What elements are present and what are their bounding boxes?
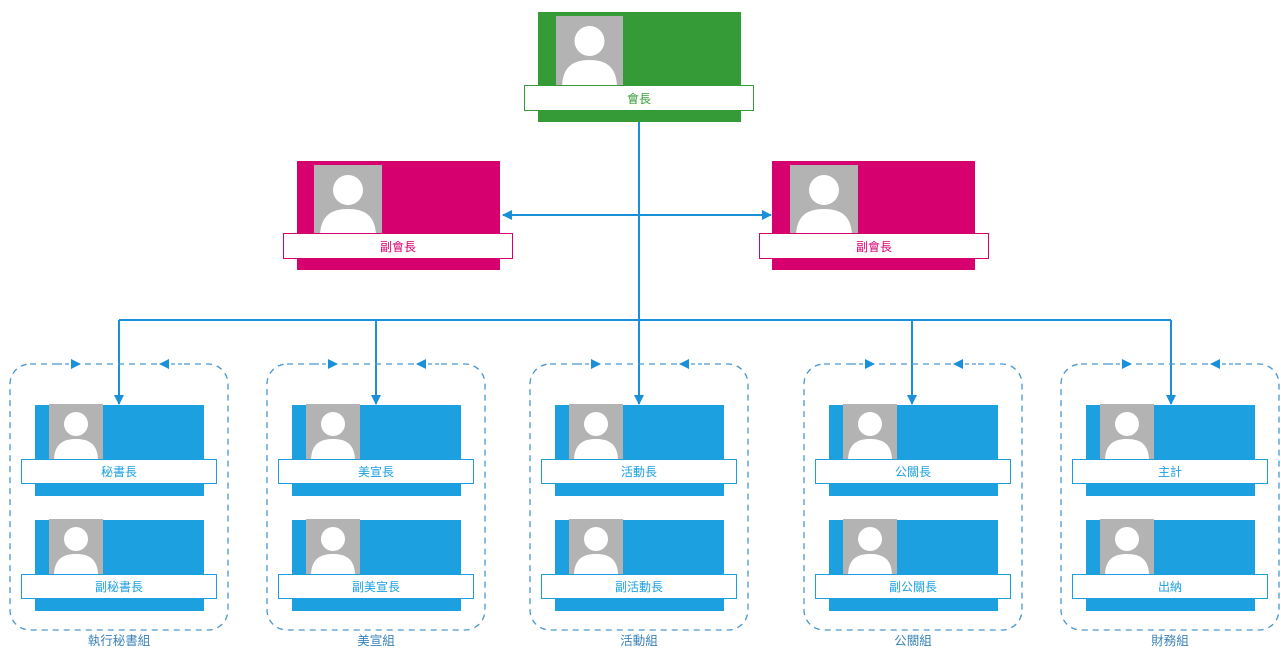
vice-president-card[interactable]: 副會長	[759, 161, 989, 271]
member-title-ribbon: 秘書長	[21, 459, 217, 484]
member-title: 公關長	[894, 465, 931, 479]
member-card[interactable]: 秘書長	[21, 404, 217, 497]
person-placeholder-icon	[848, 412, 892, 461]
person-placeholder-icon	[1105, 412, 1149, 461]
person-placeholder-icon	[311, 527, 355, 576]
person-placeholder-icon	[562, 26, 617, 88]
member-card[interactable]: 活動長	[541, 404, 737, 497]
person-placeholder-icon	[54, 527, 98, 576]
member-title: 美宣長	[357, 465, 394, 479]
group-frame	[266, 363, 486, 631]
member-card[interactable]: 副美宣長	[278, 519, 474, 612]
person-placeholder-icon	[1105, 527, 1149, 576]
vice-president-photo	[314, 165, 382, 237]
group-name: 美宣組	[357, 633, 395, 648]
group-name: 活動組	[620, 633, 658, 648]
person-placeholder-icon	[574, 527, 618, 576]
member-photo	[569, 404, 623, 461]
member-title-ribbon: 活動長	[541, 459, 737, 484]
member-title-ribbon: 副活動長	[541, 574, 737, 599]
vice-president-title: 副會長	[855, 239, 892, 254]
member-photo	[49, 404, 103, 461]
person-placeholder-icon	[796, 175, 852, 237]
vice-president-title-ribbon: 副會長	[759, 233, 989, 259]
member-photo	[569, 519, 623, 576]
president-title: 會長	[626, 91, 651, 106]
person-placeholder-icon	[574, 412, 618, 461]
person-placeholder-icon	[320, 175, 376, 237]
member-card[interactable]: 公關長	[815, 404, 1011, 497]
member-title-ribbon: 美宣長	[278, 459, 474, 484]
group-frame	[9, 363, 229, 631]
member-photo	[306, 519, 360, 576]
member-card[interactable]: 出納	[1072, 519, 1268, 612]
member-card[interactable]: 主計	[1072, 404, 1268, 497]
member-title: 秘書長	[100, 465, 137, 479]
member-title-ribbon: 副美宣長	[278, 574, 474, 599]
member-photo	[843, 404, 897, 461]
member-title: 副活動長	[614, 580, 663, 594]
member-title-ribbon: 副公關長	[815, 574, 1011, 599]
member-title: 副秘書長	[94, 580, 143, 594]
member-photo	[843, 519, 897, 576]
member-title: 主計	[1157, 465, 1182, 479]
member-title: 出納	[1157, 580, 1182, 594]
person-placeholder-icon	[311, 412, 355, 461]
member-title-ribbon: 出納	[1072, 574, 1268, 599]
group-frame	[1060, 363, 1280, 631]
group-name: 公關組	[894, 633, 932, 648]
group-frame	[803, 363, 1023, 631]
vice-president-photo	[790, 165, 858, 237]
vice-president-title-ribbon: 副會長	[283, 233, 513, 259]
group-frame	[529, 363, 749, 631]
member-card[interactable]: 美宣長	[278, 404, 474, 497]
member-card[interactable]: 副秘書長	[21, 519, 217, 612]
member-title-ribbon: 副秘書長	[21, 574, 217, 599]
member-title: 活動長	[620, 465, 657, 479]
member-title: 副公關長	[888, 580, 937, 594]
member-photo	[306, 404, 360, 461]
member-photo	[1100, 404, 1154, 461]
member-title-ribbon: 主計	[1072, 459, 1268, 484]
president-card[interactable]: 會長	[524, 12, 754, 122]
vice-president-title: 副會長	[379, 239, 416, 254]
president-photo	[556, 16, 623, 88]
person-placeholder-icon	[54, 412, 98, 461]
president-title-ribbon: 會長	[524, 85, 754, 111]
member-title: 副美宣長	[351, 580, 400, 594]
member-photo	[1100, 519, 1154, 576]
member-card[interactable]: 副活動長	[541, 519, 737, 612]
group-name: 執行秘書組	[87, 633, 151, 648]
vice-president-card[interactable]: 副會長	[283, 161, 513, 271]
person-placeholder-icon	[848, 527, 892, 576]
group-name: 財務組	[1151, 633, 1189, 648]
member-title-ribbon: 公關長	[815, 459, 1011, 484]
member-photo	[49, 519, 103, 576]
member-card[interactable]: 副公關長	[815, 519, 1011, 612]
